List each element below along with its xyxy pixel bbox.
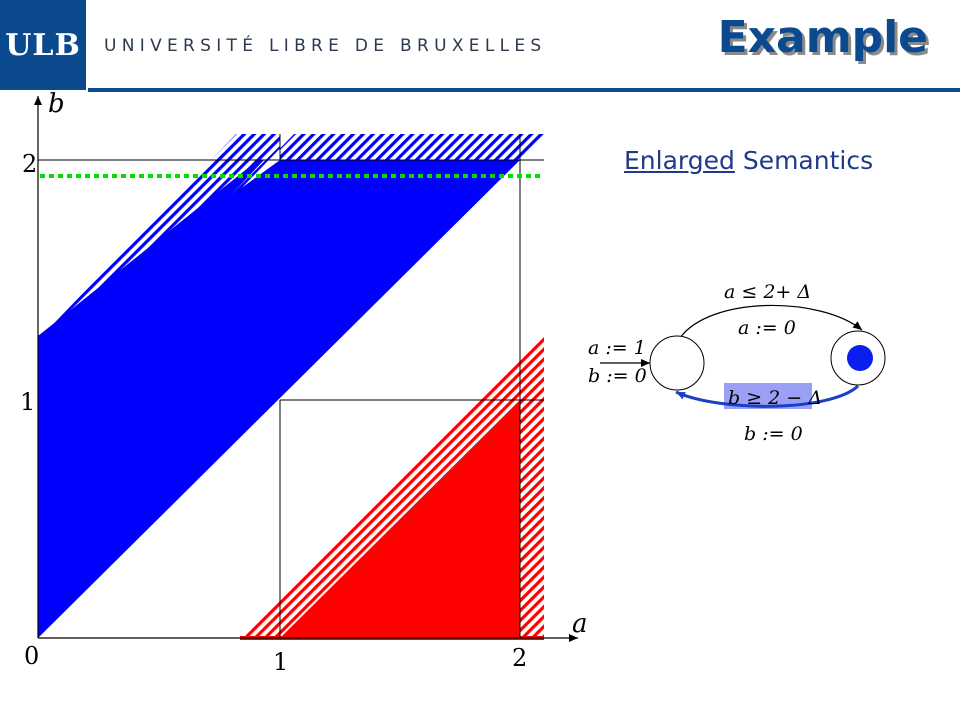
top-reset-label: a := 0 bbox=[738, 317, 796, 339]
top-edge-arrow bbox=[679, 304, 863, 339]
ulb-logo-text: ULB bbox=[5, 27, 81, 63]
subtitle-rest: Semantics bbox=[734, 146, 874, 175]
x-tick-0: 0 bbox=[24, 642, 39, 670]
subtitle-underlined: Enlarged bbox=[624, 146, 735, 175]
blue-region bbox=[38, 160, 520, 638]
bottom-reset-label: b := 0 bbox=[744, 423, 803, 445]
bottom-edge-arrow bbox=[675, 384, 860, 408]
x-axis-label: a bbox=[572, 609, 588, 639]
x-tick-1: 1 bbox=[273, 648, 288, 676]
university-name: UNIVERSITÉ LIBRE DE BRUXELLES bbox=[104, 36, 547, 56]
header-rule bbox=[88, 88, 960, 92]
init-reset-b: b := 0 bbox=[588, 365, 647, 387]
slide-title: Example bbox=[717, 12, 928, 63]
top-guard-label: a ≤ 2+ Δ bbox=[724, 281, 811, 303]
y-tick-1: 1 bbox=[20, 388, 35, 416]
red-region bbox=[280, 400, 520, 638]
state-initial bbox=[649, 335, 705, 391]
init-reset-a: a := 1 bbox=[588, 337, 646, 359]
x-tick-2: 2 bbox=[512, 644, 527, 672]
bottom-guard-label: b ≥ 2 − Δ bbox=[728, 387, 822, 409]
subtitle: Enlarged Semantics bbox=[624, 146, 873, 175]
y-tick-2: 2 bbox=[22, 150, 37, 178]
state-final-dot bbox=[847, 345, 873, 371]
ulb-logo: ULB bbox=[0, 0, 86, 90]
y-axis-label: b bbox=[48, 89, 65, 119]
